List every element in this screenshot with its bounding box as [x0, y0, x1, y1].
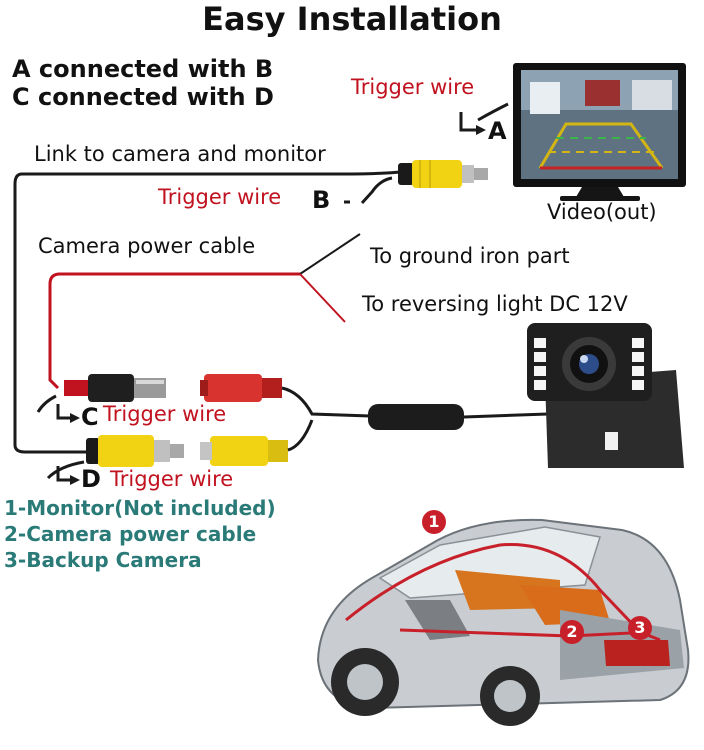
- trigger-wire-a-label: Trigger wire: [351, 75, 475, 99]
- black-video-wire: [13, 170, 401, 454]
- marker-1: 1: [428, 512, 440, 531]
- legend-item-backup-camera: 3-Backup Camera: [4, 548, 202, 572]
- marker-2: 2: [566, 622, 578, 641]
- backup-camera-graphic: [527, 323, 684, 468]
- rca-yellow-top: [398, 160, 488, 188]
- link-to-camera-label: Link to camera and monitor: [34, 142, 326, 166]
- letter-d: D: [81, 465, 101, 493]
- trigger-wire-d-label: Trigger wire: [110, 467, 234, 491]
- letter-a: A: [488, 117, 507, 145]
- marker-3: 3: [634, 618, 646, 637]
- dc-power-plug: [64, 374, 166, 402]
- rca-red-female: [200, 374, 282, 402]
- letter-c: C: [81, 403, 99, 431]
- legend-item-power-cable: 2-Camera power cable: [4, 522, 257, 546]
- video-out-label: Video(out): [547, 200, 657, 224]
- letter-b: B: [312, 186, 331, 214]
- rca-yellow-bottom: [86, 435, 184, 467]
- car-cutaway-graphic: [316, 510, 690, 726]
- connection-a-b: A connected with B: [12, 55, 274, 83]
- to-reversing-light-label: To reversing light DC 12V: [362, 292, 628, 316]
- rca-yellow-female: [200, 436, 288, 466]
- page-title: Easy Installation: [202, 0, 502, 38]
- connection-c-d: C connected with D: [12, 83, 274, 111]
- to-ground-label: To ground iron part: [370, 244, 570, 268]
- inline-module: [368, 404, 464, 430]
- trigger-wire-b-label: Trigger wire: [158, 185, 282, 209]
- camera-power-cable-label: Camera power cable: [38, 234, 256, 258]
- monitor-graphic: [513, 63, 686, 201]
- trigger-wire-c-label: Trigger wire: [103, 402, 227, 426]
- legend-item-monitor: 1-Monitor(Not included): [4, 496, 276, 520]
